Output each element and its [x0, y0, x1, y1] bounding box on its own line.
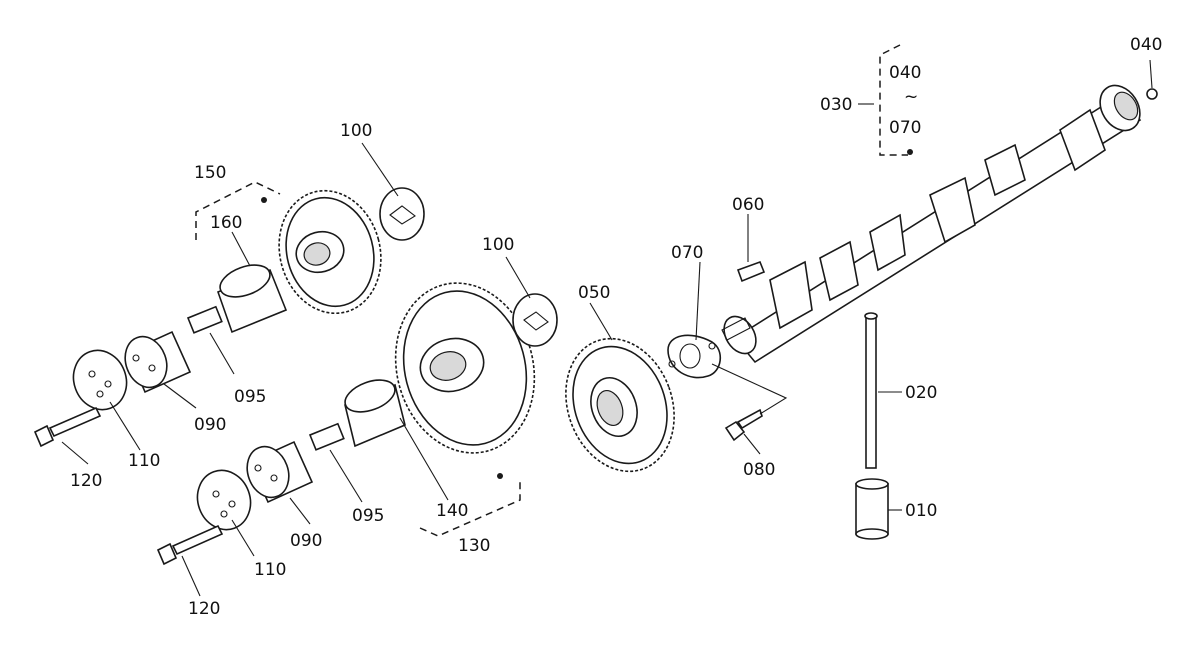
label-040-top: 040	[1130, 35, 1162, 55]
idle-gear-130	[394, 282, 536, 454]
label-110-lower: 110	[254, 560, 286, 580]
push-rod-020	[864, 312, 878, 469]
bracket-130	[419, 482, 521, 537]
bolt-080	[724, 408, 763, 442]
plate-100-lower	[512, 293, 558, 347]
idle-gear-150	[278, 189, 382, 315]
pin-095-lower	[308, 422, 345, 451]
label-110-upper: 110	[128, 451, 160, 471]
dot-030	[907, 149, 913, 155]
camshaft	[721, 84, 1142, 364]
label-140: 140	[436, 501, 468, 521]
label-150: 150	[194, 163, 226, 183]
label-080: 080	[743, 460, 775, 480]
label-050: 050	[578, 283, 610, 303]
ball-040	[1146, 88, 1158, 100]
bracket-030	[879, 44, 908, 156]
plate-110-upper	[72, 349, 128, 411]
leader-lines	[61, 59, 1153, 597]
bracket-150	[195, 181, 281, 240]
key-060	[736, 260, 766, 283]
label-120-upper: 120	[70, 471, 102, 491]
pin-095-upper	[186, 305, 223, 334]
plate-100-upper	[379, 187, 425, 241]
label-090-lower: 090	[290, 531, 322, 551]
tappet-010	[855, 478, 889, 540]
label-060: 060	[732, 195, 764, 215]
bush-160	[216, 264, 288, 334]
shaft-090-upper	[124, 330, 192, 394]
label-160: 160	[210, 213, 242, 233]
label-070: 070	[671, 243, 703, 263]
bolt-120-lower	[156, 524, 224, 566]
shaft-090-lower	[246, 440, 314, 504]
gear-050	[565, 337, 675, 473]
thrust-plate-070	[667, 334, 721, 379]
label-090-upper: 090	[194, 415, 226, 435]
label-020: 020	[905, 383, 937, 403]
label-010: 010	[905, 501, 937, 521]
label-120-lower: 120	[188, 599, 220, 619]
label-100-lower: 100	[482, 235, 514, 255]
bush-140	[344, 379, 406, 448]
bolt-120-upper	[33, 406, 102, 448]
label-range-tilde: ~	[904, 87, 918, 107]
plate-110-lower	[196, 469, 252, 531]
label-030: 030	[820, 95, 852, 115]
dot-130	[497, 473, 503, 479]
label-040-range: 040	[889, 63, 921, 83]
label-095-lower: 095	[352, 506, 384, 526]
dot-150	[261, 197, 267, 203]
label-100-upper: 100	[340, 121, 372, 141]
label-095-upper: 095	[234, 387, 266, 407]
label-070-range: 070	[889, 118, 921, 138]
label-130: 130	[458, 536, 490, 556]
